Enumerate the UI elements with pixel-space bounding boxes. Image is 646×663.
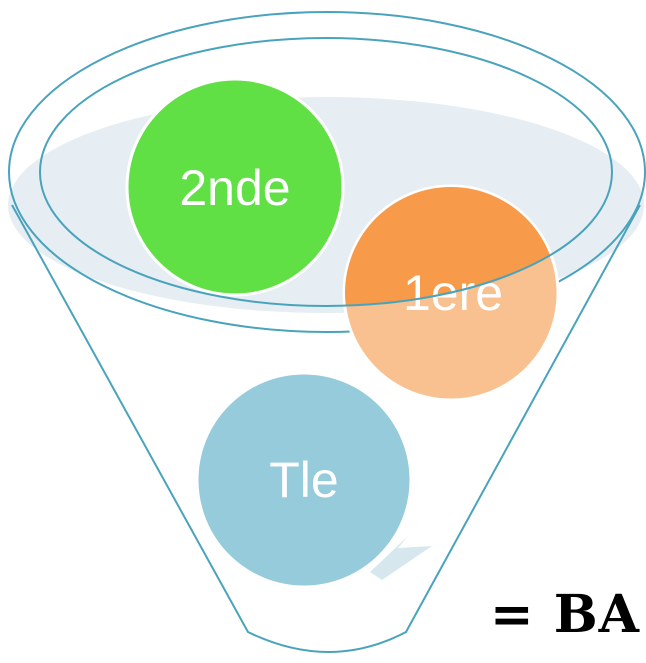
stage-circle-tle <box>195 371 413 589</box>
funnel-body <box>11 204 641 653</box>
funnel-inner-rim <box>39 37 613 307</box>
funnel-outer-rim <box>8 11 646 333</box>
result-label: = BA <box>490 584 640 645</box>
stage-circle-2nde <box>125 77 345 297</box>
stage-label-2nde: 2nde <box>179 160 290 216</box>
arrow-icon <box>370 536 432 580</box>
stage-label-tle: Tle <box>269 452 338 508</box>
